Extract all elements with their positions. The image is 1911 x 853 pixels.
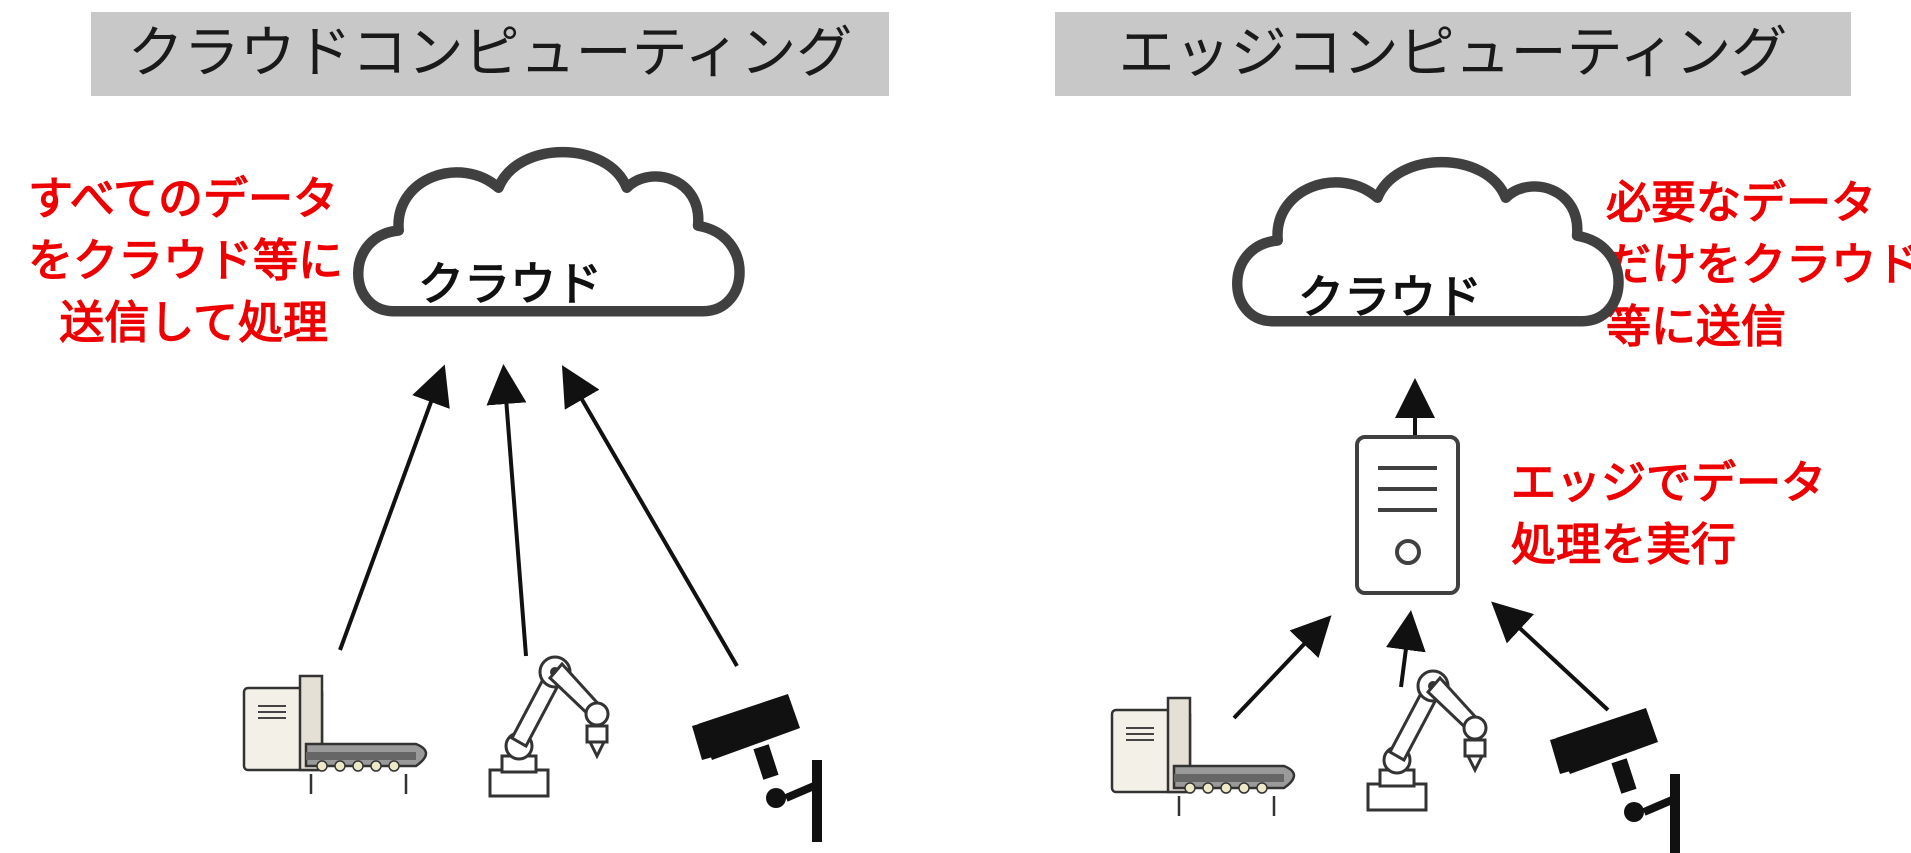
note-line: すべてのデータ (28, 172, 339, 225)
note-line: だけをクラウド (1606, 238, 1911, 291)
robot-arm-icon (1366, 669, 1488, 812)
security-camera-icon (1550, 708, 1680, 853)
robot-arm-icon (488, 655, 610, 798)
note-line: エッジでデータ (1511, 456, 1827, 509)
note-send-all-data: すべてのデータ をクラウド等に 送信して処理 (28, 168, 344, 354)
arrow-right-1 (1232, 615, 1332, 720)
server-icon (1355, 435, 1460, 595)
arrow-left-3 (561, 365, 739, 668)
cloud-label-right: クラウド (1298, 270, 1482, 324)
note-send-needed-data: 必要なデータ だけをクラウド 等に送信 (1606, 172, 1911, 358)
title-cloud-computing: クラウドコンピューティング (91, 12, 889, 96)
arrow-right-3 (1491, 601, 1610, 712)
note-line: 必要なデータ (1606, 176, 1877, 229)
conveyor-machine-icon (242, 674, 428, 796)
cloud-left: クラウド (358, 152, 739, 311)
arrow-left-2 (486, 364, 528, 657)
conveyor-machine-icon (1110, 696, 1296, 818)
note-line: 等に送信 (1606, 300, 1787, 353)
cloud-right: クラウド (1237, 162, 1618, 324)
security-camera-icon (692, 694, 822, 842)
note-line: 処理を実行 (1511, 518, 1737, 571)
title-edge-computing: エッジコンピューティング (1055, 12, 1851, 96)
arrow-right-2 (1386, 610, 1426, 688)
note-edge-processing: エッジでデータ 処理を実行 (1511, 452, 1826, 576)
note-line: 送信して処理 (59, 296, 328, 349)
note-line: をクラウド等に (28, 234, 344, 287)
arrow-left-1 (338, 364, 450, 651)
cloud-label-left: クラウド (418, 257, 602, 311)
